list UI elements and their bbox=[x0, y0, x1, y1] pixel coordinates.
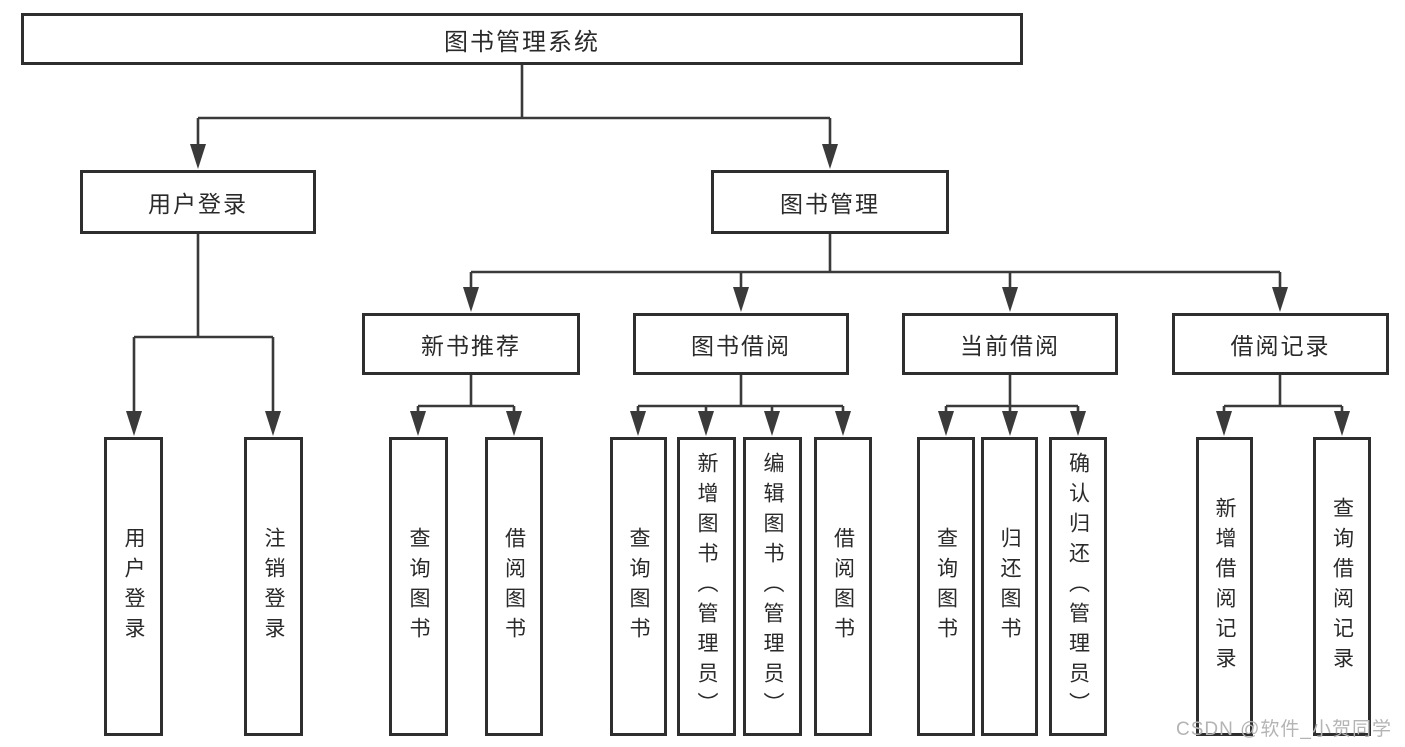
node-new-book-recommend-label: 新书推荐 bbox=[421, 333, 521, 359]
leaf-query-borrow-record-label: 查询借阅记录 bbox=[1330, 496, 1354, 677]
leaf-return-books-label: 归还图书 bbox=[998, 526, 1022, 647]
edge-root-to-level2 bbox=[190, 65, 838, 169]
leaf-borrow-books-label: 借阅图书 bbox=[831, 526, 855, 647]
leaf-edit-book-admin-label: 编辑图书（管理员） bbox=[761, 451, 785, 722]
leaf-confirm-return-admin: 确认归还（管理员） bbox=[1049, 437, 1107, 736]
edge-book-borrow-to-children bbox=[630, 375, 851, 436]
node-new-book-recommend: 新书推荐 bbox=[362, 313, 580, 375]
leaf-logout-label: 注销登录 bbox=[262, 526, 286, 647]
leaf-borrow-books: 借阅图书 bbox=[814, 437, 872, 736]
edge-borrow-records-to-children bbox=[1216, 375, 1350, 436]
leaf-query-borrow-record: 查询借阅记录 bbox=[1313, 437, 1371, 736]
leaf-user-login-label: 用户登录 bbox=[122, 526, 146, 647]
node-current-borrow-label: 当前借阅 bbox=[960, 333, 1060, 359]
node-user-login-label: 用户登录 bbox=[148, 191, 248, 217]
leaf-add-borrow-record: 新增借阅记录 bbox=[1196, 437, 1253, 736]
node-borrow-records: 借阅记录 bbox=[1172, 313, 1389, 375]
node-book-management: 图书管理 bbox=[711, 170, 949, 234]
leaf-add-borrow-record-label: 新增借阅记录 bbox=[1213, 496, 1237, 677]
node-user-login: 用户登录 bbox=[80, 170, 316, 234]
node-root-system: 图书管理系统 bbox=[21, 13, 1023, 65]
edge-user-login-to-children bbox=[126, 234, 281, 436]
node-book-borrow: 图书借阅 bbox=[633, 313, 849, 375]
leaf-query-books-current-label: 查询图书 bbox=[934, 526, 958, 647]
leaf-borrow-books-recommend-label: 借阅图书 bbox=[502, 526, 526, 647]
node-root-label: 图书管理系统 bbox=[444, 28, 600, 56]
node-current-borrow: 当前借阅 bbox=[902, 313, 1118, 375]
leaf-query-books-borrow-label: 查询图书 bbox=[627, 526, 651, 647]
edge-current-borrow-to-children bbox=[938, 375, 1086, 436]
leaf-edit-book-admin: 编辑图书（管理员） bbox=[743, 437, 802, 736]
leaf-query-books-recommend: 查询图书 bbox=[389, 437, 448, 736]
leaf-query-books-borrow: 查询图书 bbox=[610, 437, 667, 736]
node-book-management-label: 图书管理 bbox=[780, 191, 880, 217]
node-book-borrow-label: 图书借阅 bbox=[691, 333, 791, 359]
edge-new-book-recommend-to-children bbox=[410, 375, 522, 436]
node-borrow-records-label: 借阅记录 bbox=[1230, 333, 1331, 359]
leaf-query-books-recommend-label: 查询图书 bbox=[407, 526, 431, 647]
leaf-query-books-current: 查询图书 bbox=[917, 437, 975, 736]
leaf-return-books: 归还图书 bbox=[981, 437, 1038, 736]
leaf-logout: 注销登录 bbox=[244, 437, 303, 736]
leaf-borrow-books-recommend: 借阅图书 bbox=[485, 437, 543, 736]
edge-book-management-to-level3 bbox=[463, 234, 1288, 312]
csdn-watermark: CSDN @软件_小贺同学 bbox=[1176, 719, 1392, 740]
leaf-user-login: 用户登录 bbox=[104, 437, 163, 736]
leaf-add-book-admin-label: 新增图书（管理员） bbox=[695, 451, 719, 722]
leaf-confirm-return-admin-label: 确认归还（管理员） bbox=[1066, 451, 1090, 722]
leaf-add-book-admin: 新增图书（管理员） bbox=[677, 437, 736, 736]
